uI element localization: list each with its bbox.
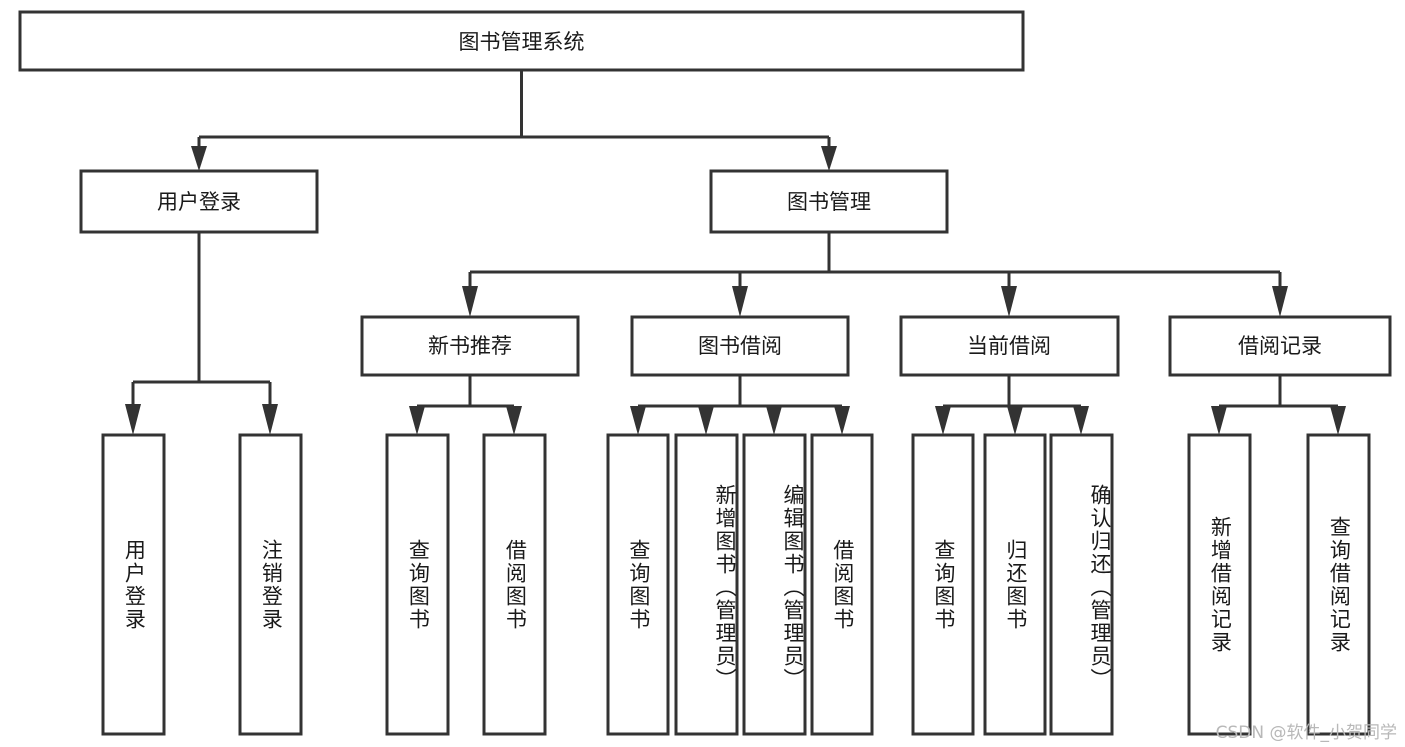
arrowhead-leaf-borrow-book-2 [834,406,850,435]
arrowhead-leaf-borrow-book-1 [506,406,522,435]
node-leaf-logout[interactable] [238,433,303,736]
node-current-borrow[interactable] [899,315,1120,377]
connector-layer [125,70,1346,435]
arrowhead-leaf-logout [262,404,278,435]
node-leaf-borrow-book-2[interactable] [810,433,874,736]
arrowhead-leaf-query-book-1 [409,406,425,435]
arrowhead-new-book-rec [462,286,478,317]
node-new-book-rec-label: 新书推荐 [428,334,512,358]
node-user-login-label: 用户登录 [157,190,241,214]
arrowhead-leaf-return-book [1007,406,1023,435]
node-book-borrow-label: 图书借阅 [698,334,782,358]
arrowhead-leaf-edit-book [766,406,782,435]
node-leaf-user-login[interactable] [101,433,166,736]
arrowhead-current-borrow [1001,286,1017,317]
arrowhead-leaf-add-record [1211,406,1227,435]
node-borrow-record[interactable] [1168,315,1392,377]
arrowhead-leaf-query-book-3 [935,406,951,435]
arrowhead-leaf-query-record [1330,406,1346,435]
arrowhead-borrow-record [1272,286,1288,317]
node-new-book-rec[interactable] [360,315,580,377]
arrowhead-leaf-confirm-return [1073,406,1089,435]
node-leaf-query-book-3[interactable] [911,433,975,736]
node-leaf-add-record[interactable] [1187,433,1252,736]
arrowhead-leaf-user-login [125,404,141,435]
arrowhead-book-borrow [732,286,748,317]
node-current-borrow-label: 当前借阅 [967,334,1051,358]
node-leaf-confirm-return[interactable] [1049,433,1114,736]
watermark-text: CSDN @软件_小贺同学 [1215,723,1397,743]
node-book-borrow[interactable] [630,315,850,377]
node-leaf-return-book[interactable] [983,433,1047,736]
node-leaf-add-book[interactable] [674,433,739,736]
node-book-manage[interactable] [709,169,949,234]
node-leaf-edit-book[interactable] [742,433,807,736]
node-root-label: 图书管理系统 [459,30,585,54]
node-root[interactable] [18,10,1025,72]
node-book-manage-label: 图书管理 [787,190,871,214]
node-borrow-record-label: 借阅记录 [1238,334,1322,358]
node-leaf-query-book-2[interactable] [606,433,670,736]
node-leaf-query-record[interactable] [1306,433,1371,736]
node-leaf-query-book-1[interactable] [385,433,450,736]
node-user-login[interactable] [79,169,319,234]
node-layer: 图书管理系统 用户登录 图书管理 新书推荐 图书借阅 当前借阅 借阅记录 [18,10,1392,736]
arrowhead-book-manage [821,146,837,171]
arrowhead-leaf-query-book-2 [630,406,646,435]
arrowhead-leaf-add-book [698,406,714,435]
arrowhead-user-login [191,146,207,171]
node-leaf-borrow-book-1[interactable] [482,433,547,736]
